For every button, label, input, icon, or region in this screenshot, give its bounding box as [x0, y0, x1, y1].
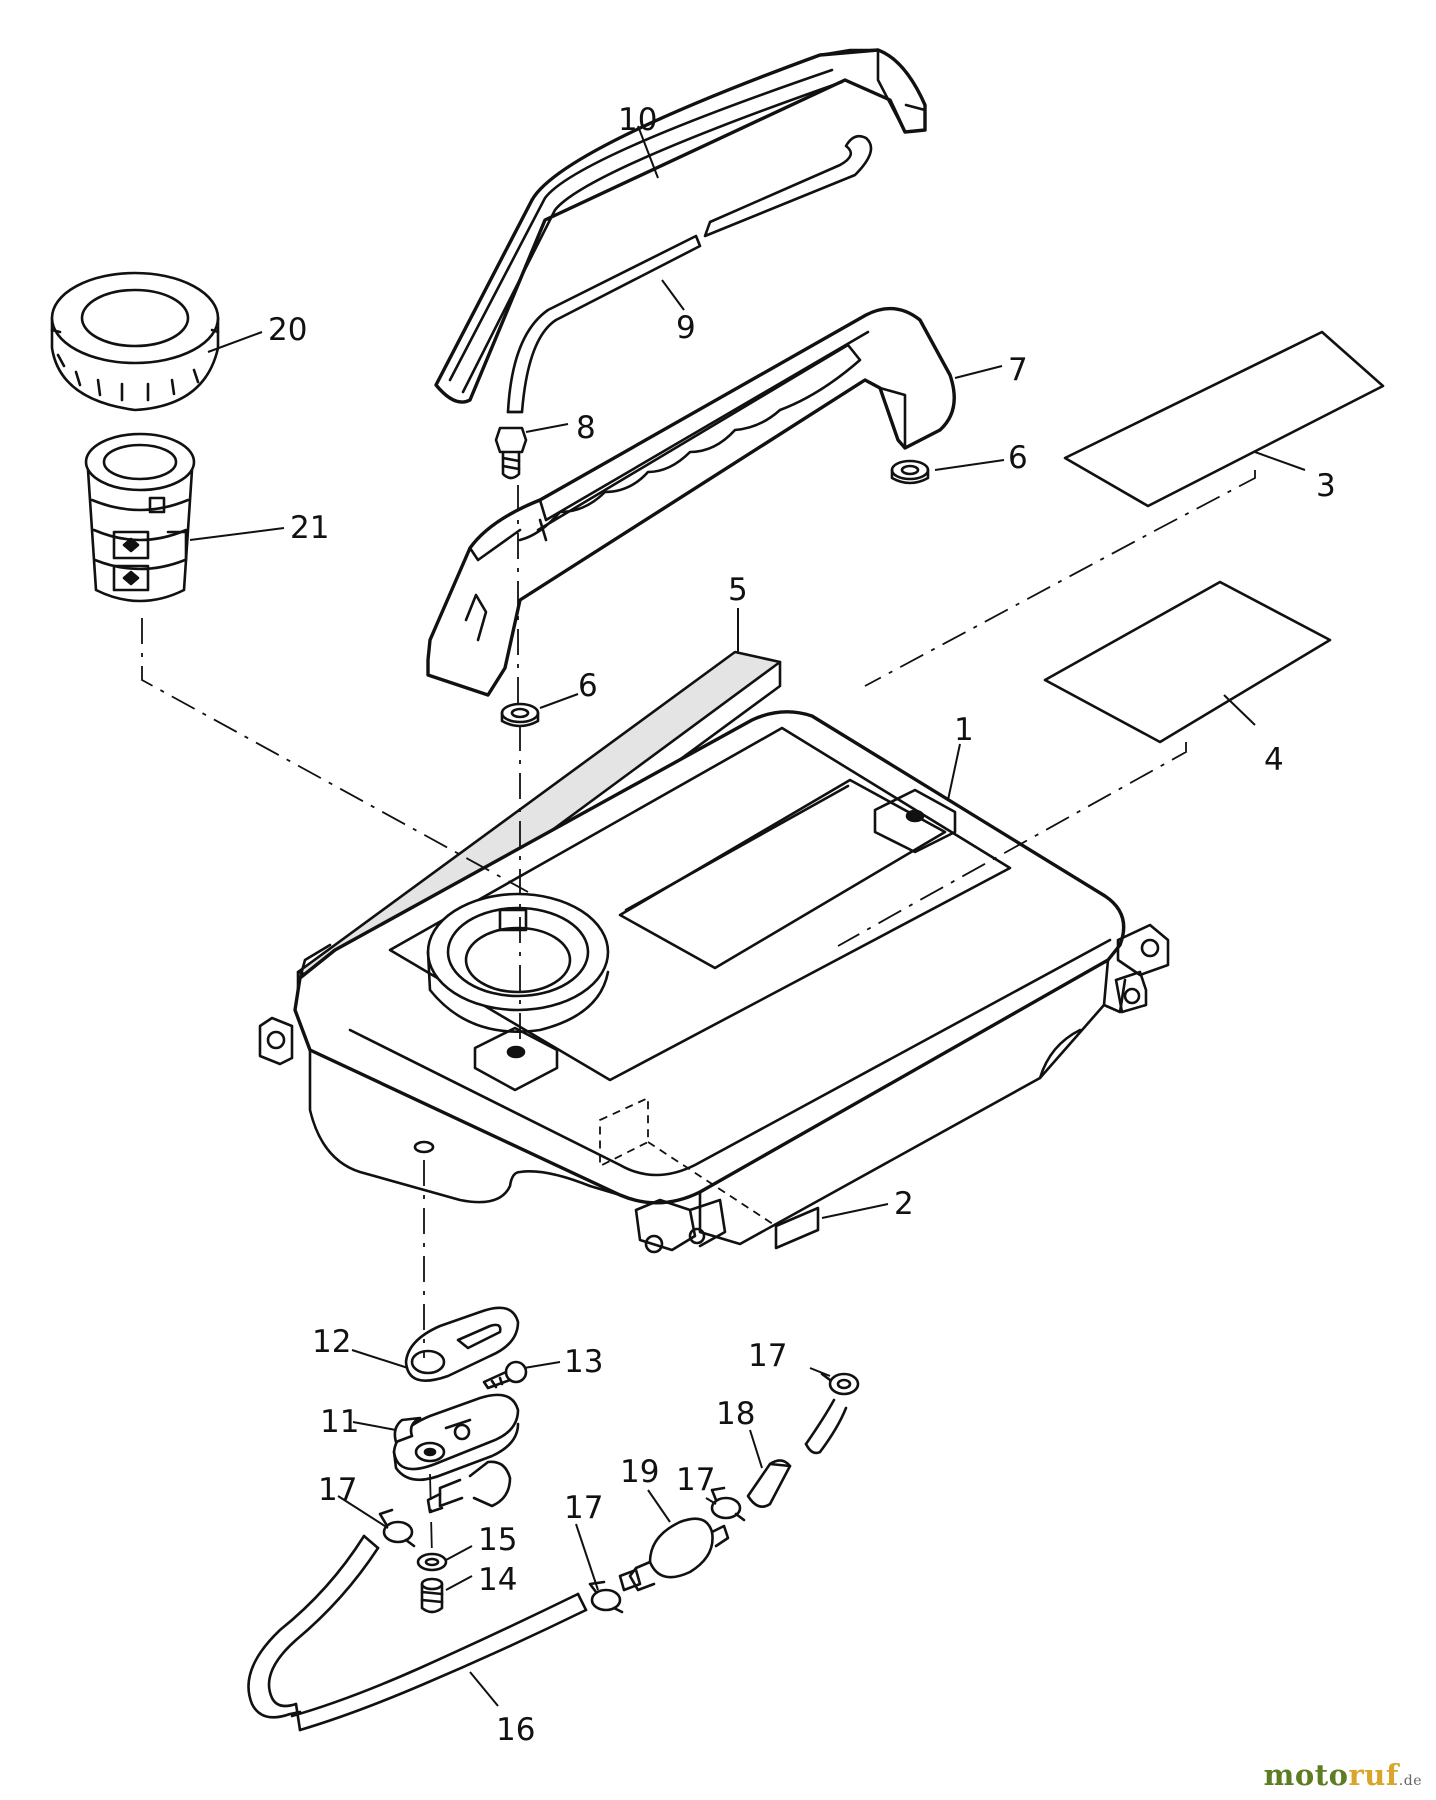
fuel-cap-part-20	[50, 271, 220, 412]
callout-7: 7	[1008, 352, 1028, 388]
watermark-brand-part-a: moto	[1263, 1758, 1349, 1792]
fuel-valve-part-11	[392, 1393, 520, 1514]
callout-19: 19	[620, 1454, 659, 1490]
label-part-4	[1043, 580, 1332, 744]
hose-clamp-part-17-a	[378, 1508, 416, 1548]
watermark-brand-part-b: ruf	[1348, 1758, 1399, 1792]
callout-15: 15	[478, 1522, 517, 1558]
callout-6-upper: 6	[1008, 440, 1028, 476]
washer-part-6-upper	[890, 459, 930, 485]
callout-11: 11	[320, 1404, 359, 1440]
callout-10: 10	[618, 102, 657, 138]
callout-16: 16	[496, 1712, 535, 1748]
screw-part-14	[420, 1577, 444, 1614]
washer-part-15	[416, 1552, 448, 1572]
leader-lines	[189, 125, 1306, 1707]
callout-12: 12	[312, 1324, 351, 1360]
callout-5: 5	[728, 572, 748, 608]
fuel-strainer-part-21	[84, 432, 196, 603]
callout-3: 3	[1316, 468, 1336, 504]
callout-17-left: 17	[318, 1472, 357, 1508]
callout-labels: 10 9 20 7 8 6 21 5 6 1 3 4 2 12 13 11 17…	[268, 102, 1336, 1748]
bolt-part-8	[494, 426, 528, 480]
site-watermark-logo: motoruf.de	[1264, 1758, 1422, 1792]
callout-18: 18	[716, 1396, 755, 1432]
callout-14: 14	[478, 1562, 517, 1598]
fuel-filter-part-19	[618, 1517, 730, 1592]
hose-clamp-part-17-d	[820, 1372, 860, 1396]
fuel-hose-part-16	[247, 1534, 588, 1732]
fuel-tank-part-1	[258, 710, 1170, 1254]
carry-handle-part-7	[426, 306, 956, 697]
screw-part-13	[482, 1360, 528, 1390]
gasket-part-12	[404, 1306, 520, 1382]
name-plate-part-2	[647, 1141, 820, 1250]
upper-hose-section	[804, 1398, 848, 1455]
label-part-3	[1063, 330, 1385, 508]
hose-clamp-part-17-b	[588, 1580, 624, 1614]
callout-17-top: 17	[748, 1338, 787, 1374]
hose-clamp-part-17-c	[710, 1486, 746, 1522]
watermark-tld: .de	[1398, 1773, 1422, 1789]
trim-strip-part-9	[506, 134, 873, 414]
callout-20: 20	[268, 312, 307, 348]
short-hose-part-18	[746, 1459, 792, 1508]
callout-17-mid: 17	[564, 1490, 603, 1526]
assembly-center-lines	[141, 470, 1256, 1557]
callout-9: 9	[676, 310, 696, 346]
callout-1: 1	[954, 712, 974, 748]
callout-21: 21	[290, 510, 329, 546]
washer-part-6-lower	[500, 702, 540, 728]
callout-13: 13	[564, 1344, 603, 1380]
callout-6-lower: 6	[578, 668, 598, 704]
callout-2: 2	[894, 1186, 914, 1222]
callout-8: 8	[576, 410, 596, 446]
callout-17-right: 17	[676, 1462, 715, 1498]
handle-cover-part-10	[434, 48, 927, 404]
callout-4: 4	[1264, 742, 1284, 778]
